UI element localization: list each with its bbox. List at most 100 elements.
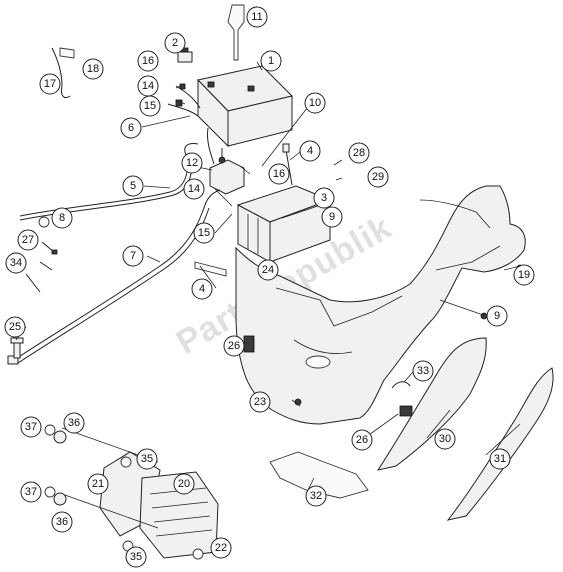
battery [197, 65, 293, 148]
wire-terminals [25, 241, 58, 293]
svg-text:35: 35 [141, 453, 153, 465]
svg-text:16: 16 [273, 168, 285, 180]
callout-22: 22 [210, 537, 232, 559]
callout-8: 8 [51, 207, 73, 229]
callout-36-lower: 36 [51, 511, 73, 533]
svg-text:4: 4 [199, 283, 205, 295]
callout-21: 21 [87, 473, 109, 495]
callout-30: 30 [434, 428, 456, 450]
callout-24: 24 [257, 259, 279, 281]
svg-text:25: 25 [9, 321, 21, 333]
svg-text:36: 36 [68, 417, 80, 429]
callout-27: 27 [17, 229, 39, 251]
svg-text:6: 6 [128, 122, 134, 134]
svg-text:28: 28 [353, 147, 365, 159]
bracket-lower [194, 261, 227, 277]
svg-text:31: 31 [494, 453, 506, 465]
callout-7: 7 [122, 245, 144, 267]
callout-15-upper: 15 [139, 95, 161, 117]
svg-text:19: 19 [518, 269, 530, 281]
callout-35-upper: 35 [136, 448, 158, 470]
callout-9-left: 9 [321, 206, 343, 228]
clip-8 [38, 216, 50, 228]
battery-tray [236, 185, 332, 263]
svg-text:36: 36 [56, 516, 68, 528]
svg-text:15: 15 [198, 227, 210, 239]
callout-19: 19 [513, 264, 535, 286]
callout-2: 2 [164, 32, 186, 54]
callout-33: 33 [412, 360, 434, 382]
callout-28: 28 [348, 142, 370, 164]
svg-text:20: 20 [178, 478, 190, 490]
svg-text:11: 11 [251, 11, 262, 23]
callout-35-lower: 35 [125, 546, 147, 568]
callout-32: 32 [305, 485, 327, 507]
callout-23: 23 [249, 391, 271, 413]
svg-text:10: 10 [309, 97, 321, 109]
svg-text:26: 26 [228, 340, 240, 352]
callout-9-right: 9 [486, 305, 508, 327]
callout-34: 34 [5, 252, 27, 274]
callout-37-upper: 37 [20, 416, 42, 438]
ecu-module [99, 451, 219, 559]
callout-18: 18 [82, 58, 104, 80]
callout-10: 10 [304, 92, 326, 114]
bracket-rod-upper [282, 143, 293, 186]
svg-text:18: 18 [87, 63, 99, 75]
svg-text:15: 15 [144, 100, 156, 112]
svg-text:32: 32 [310, 490, 322, 502]
svg-text:14: 14 [142, 80, 154, 92]
svg-text:3: 3 [321, 192, 327, 204]
callout-12: 12 [181, 152, 203, 174]
svg-text:35: 35 [130, 551, 142, 563]
callout-31: 31 [489, 448, 511, 470]
callouts: 1 2 4 4 5 6 7 8 9 9 10 11 12 14 14 15 15… [4, 6, 535, 568]
callout-16-lower: 16 [268, 163, 290, 185]
callout-26-left: 26 [223, 335, 245, 357]
callout-37-lower: 37 [20, 481, 42, 503]
callout-3: 3 [313, 187, 335, 209]
svg-text:34: 34 [10, 257, 22, 269]
callout-25: 25 [4, 316, 26, 338]
svg-text:7: 7 [130, 250, 136, 262]
callout-15-lower: 15 [193, 222, 215, 244]
svg-text:26: 26 [356, 434, 368, 446]
callout-11: 11 [246, 6, 268, 28]
battery-terminal-cables [167, 83, 201, 117]
callout-26-right: 26 [351, 429, 373, 451]
clip-33 [391, 381, 411, 389]
svg-text:9: 9 [329, 211, 335, 223]
side-cover-30 [376, 337, 487, 471]
svg-text:29: 29 [372, 171, 384, 183]
svg-text:9: 9 [494, 310, 500, 322]
svg-text:33: 33 [417, 365, 429, 377]
clamp-17 [51, 47, 75, 99]
svg-text:1: 1 [268, 55, 274, 67]
svg-text:24: 24 [262, 264, 274, 276]
callout-14-upper: 14 [137, 75, 159, 97]
svg-text:4: 4 [307, 145, 313, 157]
svg-text:17: 17 [44, 78, 56, 90]
callout-14-lower: 14 [183, 178, 205, 200]
cable-5 [19, 143, 199, 221]
svg-text:37: 37 [25, 421, 37, 433]
callout-17: 17 [39, 73, 61, 95]
callout-4-lower: 4 [191, 278, 213, 300]
svg-text:23: 23 [254, 396, 266, 408]
bolt-25 [10, 337, 24, 359]
battery-strap [227, 4, 245, 61]
svg-text:14: 14 [188, 183, 200, 195]
callout-20: 20 [173, 473, 195, 495]
callout-4-upper: 4 [299, 140, 321, 162]
svg-text:8: 8 [59, 212, 65, 224]
svg-text:2: 2 [172, 37, 178, 49]
mud-guard-32 [269, 451, 369, 499]
svg-text:21: 21 [92, 478, 104, 490]
callout-16-upper: 16 [137, 50, 159, 72]
svg-text:5: 5 [130, 180, 136, 192]
svg-text:12: 12 [186, 157, 198, 169]
svg-text:27: 27 [22, 234, 34, 246]
callout-6: 6 [120, 117, 142, 139]
callout-36-upper: 36 [63, 412, 85, 434]
svg-text:16: 16 [142, 55, 154, 67]
